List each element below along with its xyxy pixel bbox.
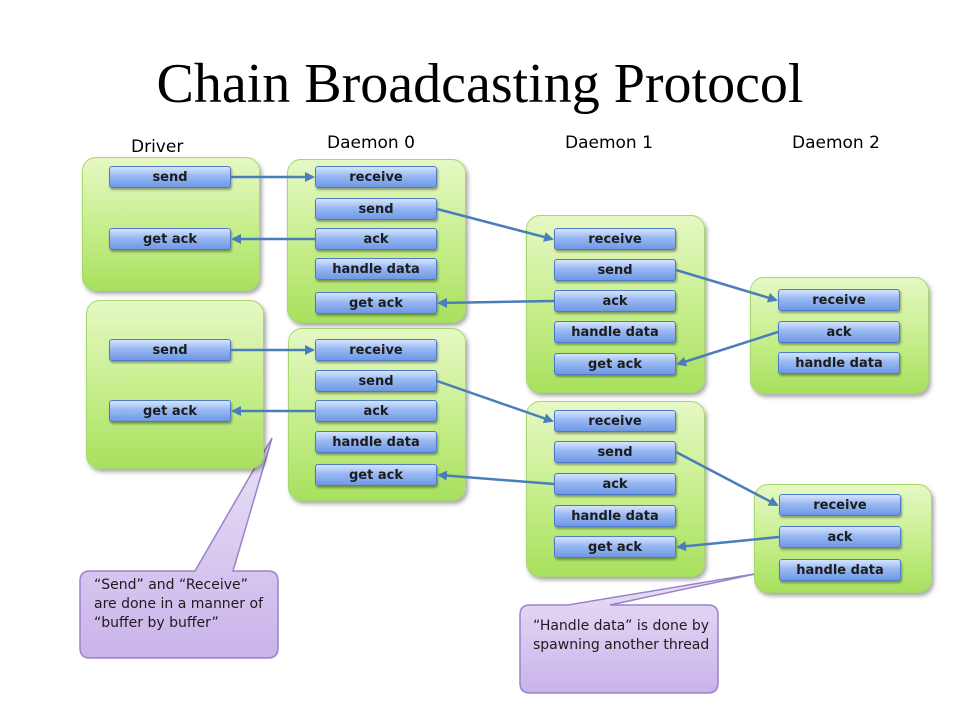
d0a-ack-step: ack [315,228,437,250]
driver1-send-step: send [109,166,231,188]
d2a-handle-data-step: handle data [778,352,900,374]
arrow-d1b-send [675,450,779,507]
arrow-d1a-ack [437,297,555,308]
d0a-receive-step: receive [315,166,437,188]
d0b-ack-step: ack [315,400,437,422]
d0b-receive-step: receive [315,339,437,361]
d1b-receive-step: receive [554,410,676,432]
driver2-get-ack-step: get ack [109,400,231,422]
driver2-send-step: send [109,339,231,361]
d2a-receive-step: receive [778,289,900,311]
d2a-ack-step: ack [778,321,900,343]
d1b-send-step: send [554,441,676,463]
thread-callout-text: “Handle data” is done by spawning anothe… [533,618,710,653]
d0b-send-step: send [315,370,437,392]
driver1-get-ack-step: get ack [109,228,231,250]
daemon0-label: Daemon 0 [327,133,415,153]
d1b-get-ack-step: get ack [554,536,676,558]
d1a-receive-step: receive [554,228,676,250]
d0a-handle-data-step: handle data [315,258,437,280]
d1a-get-ack-step: get ack [554,353,676,375]
d0a-get-ack-step: get ack [315,292,437,314]
d1a-handle-data-step: handle data [554,321,676,343]
arrow-d0a-send [436,207,554,242]
buffer-callout-text: “Send” and “Receive” are done in a manne… [94,577,263,631]
d1b-handle-data-step: handle data [554,505,676,527]
d0b-handle-data-step: handle data [315,431,437,453]
d2b-ack-step: ack [779,526,901,548]
d1a-send-step: send [554,259,676,281]
driver-group-2 [86,300,264,469]
driver-label: Driver [131,137,184,157]
d2b-handle-data-step: handle data [779,559,901,581]
thread-callout-shape [519,572,761,694]
d0b-get-ack-step: get ack [315,464,437,486]
d1a-ack-step: ack [554,290,676,312]
arrow-d2b-ack [676,535,780,552]
arrow-d1a-send [675,268,778,303]
d1b-ack-step: ack [554,473,676,495]
d2b-receive-step: receive [779,494,901,516]
d0a-send-step: send [315,198,437,220]
daemon1-label: Daemon 1 [565,133,653,153]
arrow-d1b-ack [437,470,555,486]
daemon2-label: Daemon 2 [792,133,880,153]
arrow-d0b-send [436,379,554,424]
page-title: Chain Broadcasting Protocol [156,53,804,115]
arrow-d2a-ack [676,330,779,367]
buffer-callout-shape [79,437,279,659]
